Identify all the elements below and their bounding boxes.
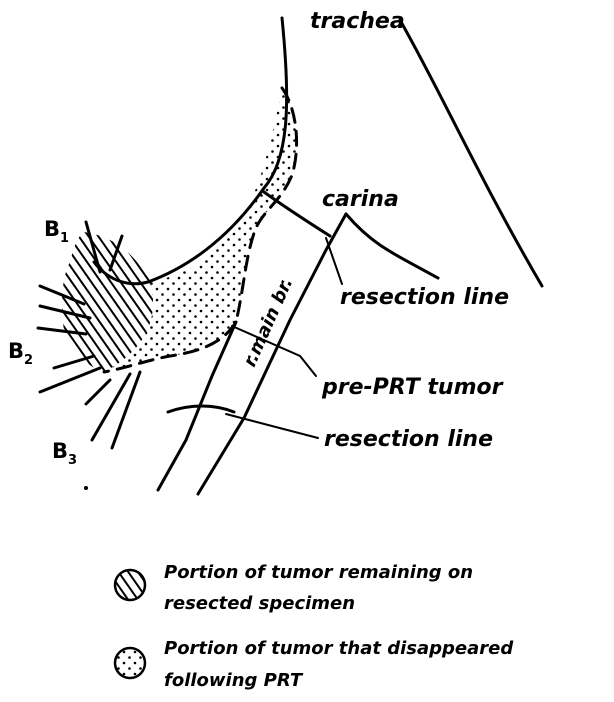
legend-dotted-swatch [115, 648, 145, 678]
legend-hatched-line-1: Portion of tumor remaining on [164, 562, 473, 583]
b3-label: B3 [52, 439, 77, 468]
carina-label: carina [322, 187, 399, 212]
resection-line-upper-label: resection line [340, 285, 509, 310]
legend-hatched-swatch [115, 570, 145, 600]
trachea-right-wall [400, 20, 542, 286]
legend: Portion of tumor remaining on resected s… [115, 562, 514, 691]
segmental-bronchus-line-7 [40, 368, 100, 392]
legend-dotted-line-1: Portion of tumor that disappeared [164, 638, 514, 659]
resection-line-upper-leader [326, 238, 342, 284]
resection-line-upper-path [264, 192, 330, 236]
segmental-bronchus-line-9 [92, 374, 130, 440]
carina-right-wall [346, 214, 438, 278]
resection-line-lower-label: resection line [324, 427, 493, 452]
legend-dotted-line-2: following PRT [164, 670, 304, 691]
trachea-left-wall [94, 18, 287, 284]
b2-label: B2 [8, 339, 33, 368]
trachea-label: trachea [310, 9, 405, 34]
segmental-bronchus-line-8 [86, 380, 110, 404]
b1-label: B1 [44, 217, 69, 246]
legend-hatched-line-2: resected specimen [164, 593, 355, 614]
resection-line-lower-path [168, 406, 234, 412]
pre-prt-tumor-label: pre-PRT tumor [321, 375, 504, 400]
speck-mark [84, 486, 88, 490]
